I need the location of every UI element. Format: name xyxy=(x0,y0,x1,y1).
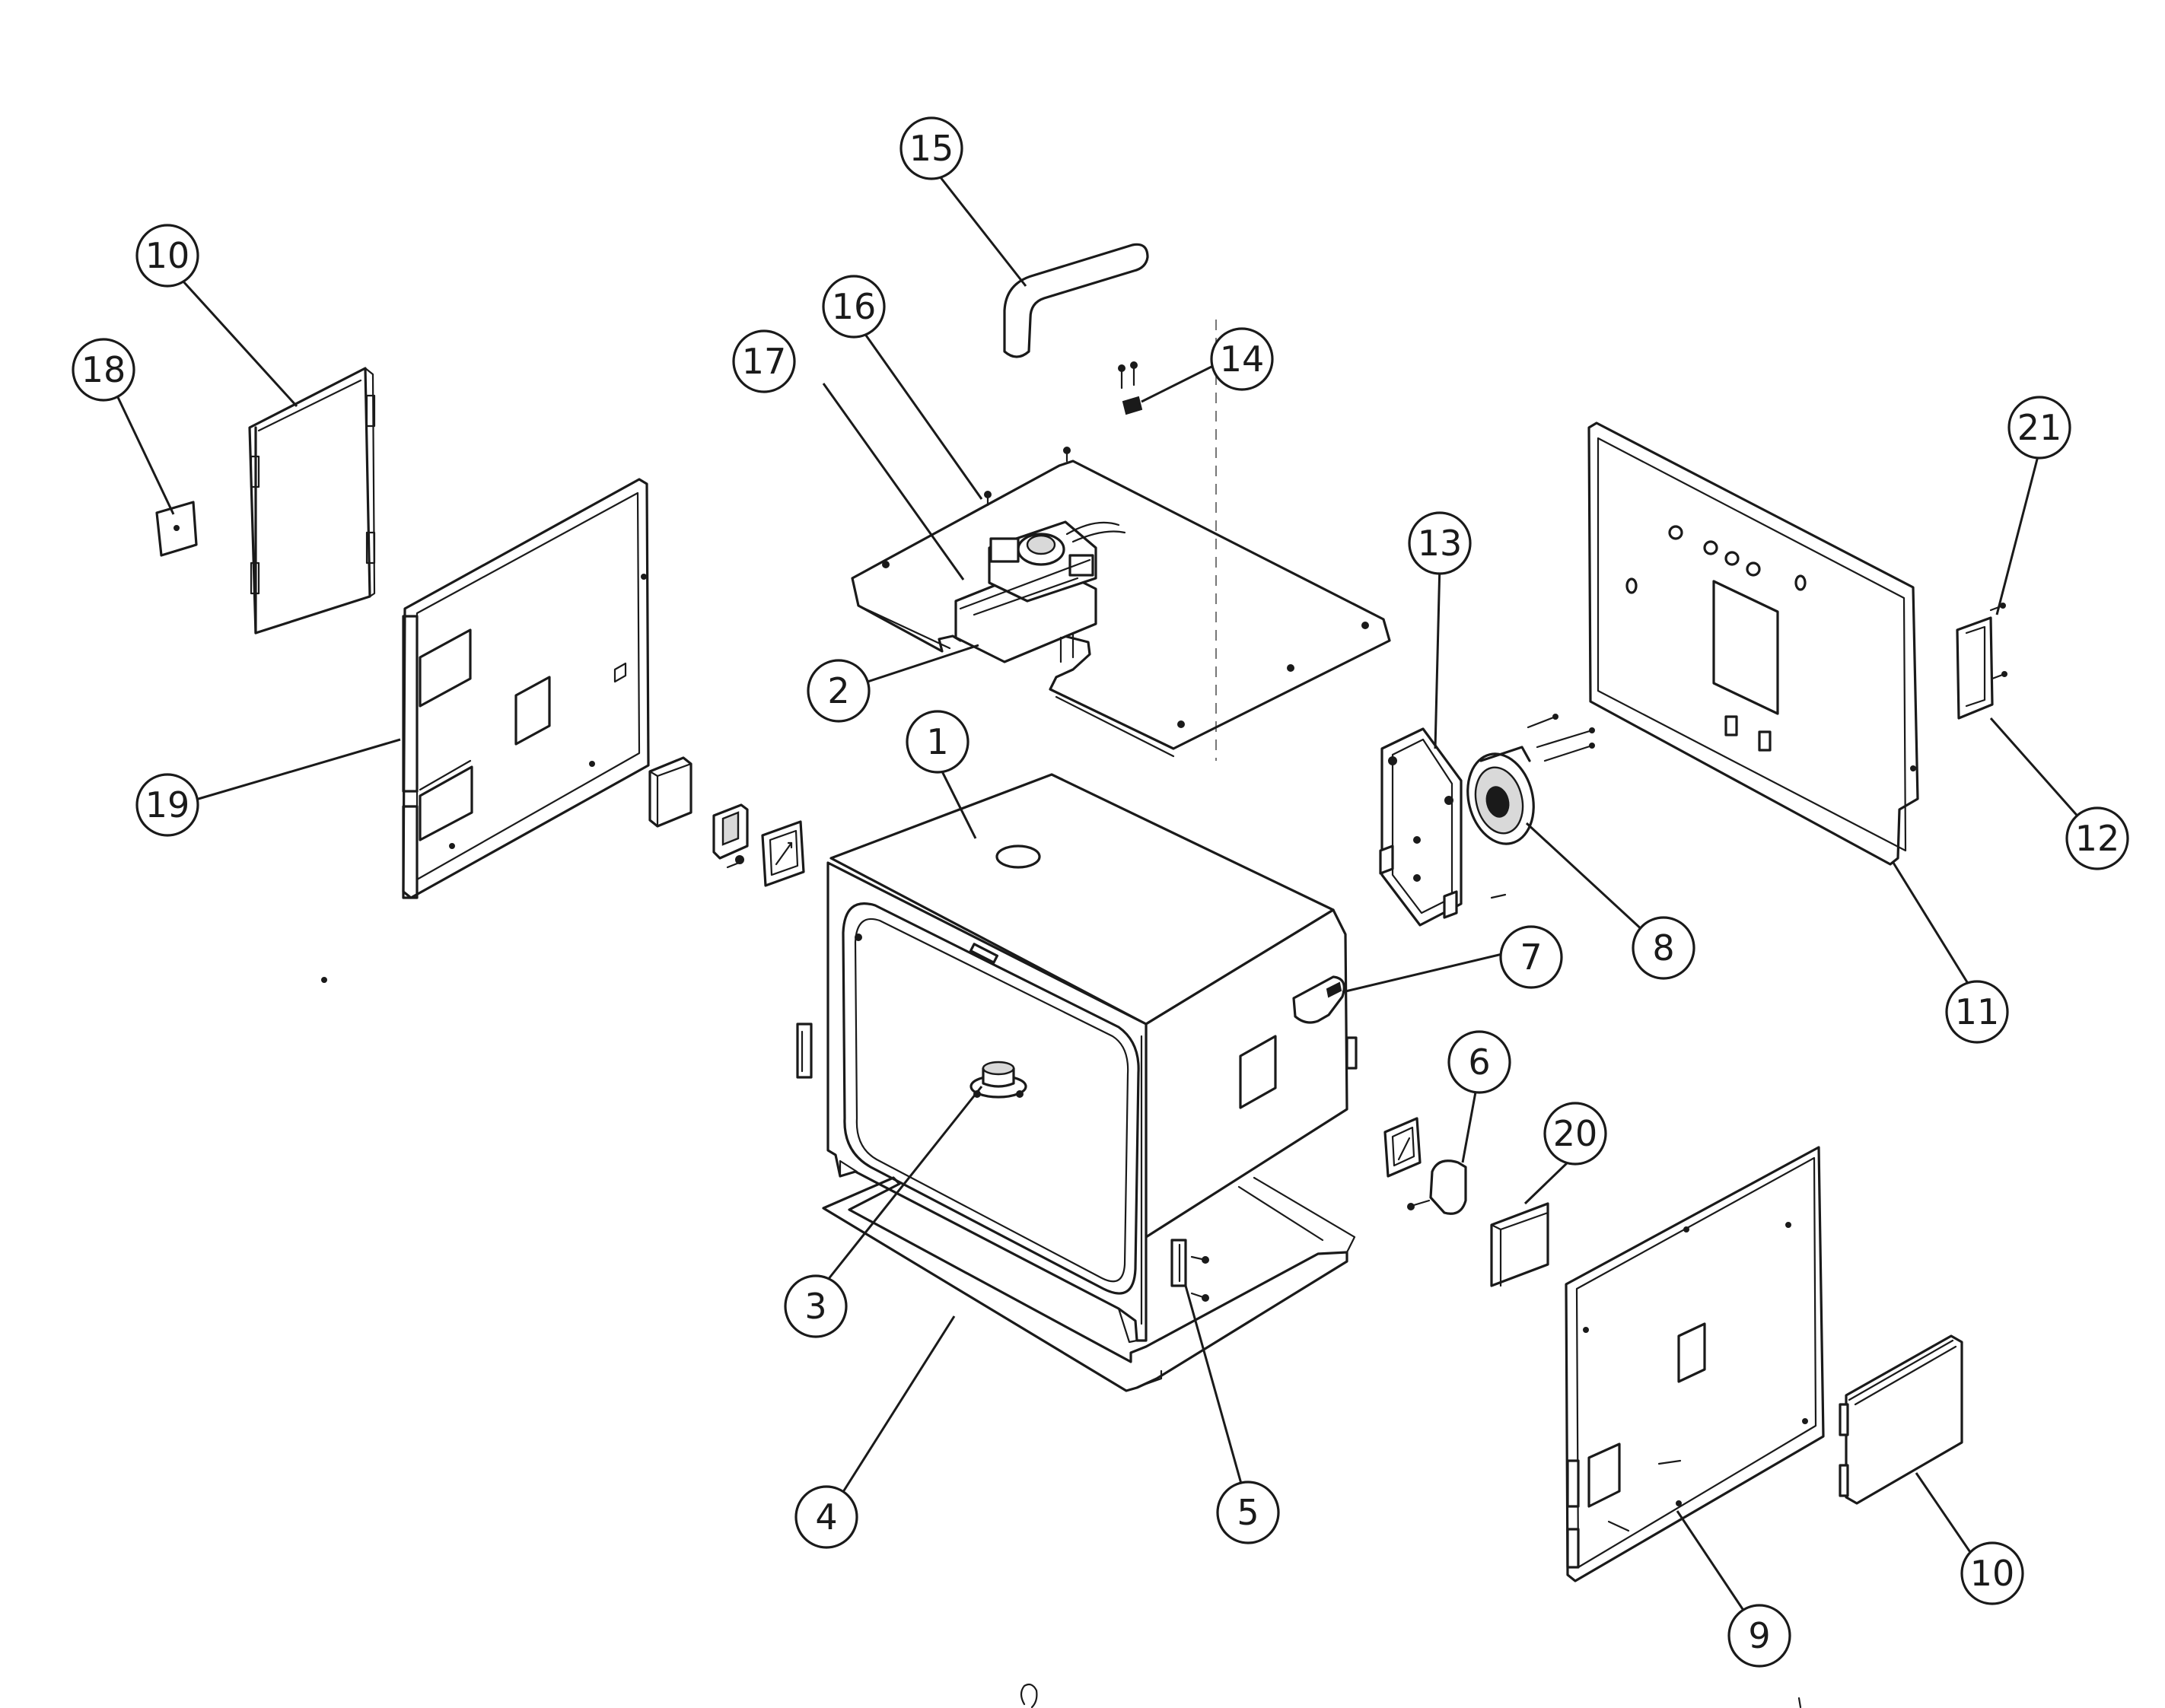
part-right-side-panel xyxy=(1565,1146,1825,1582)
callout-19: 19 xyxy=(135,773,199,837)
callout-13-label: 13 xyxy=(1418,523,1463,564)
part-hinge-bracket xyxy=(1170,1239,1209,1302)
part-main-cabinet xyxy=(796,773,1358,1344)
callout-4: 4 xyxy=(794,1485,858,1549)
callout-20-label: 20 xyxy=(1553,1113,1598,1154)
part-label-plate xyxy=(155,501,198,557)
callout-9: 9 xyxy=(1727,1604,1791,1668)
callout-17-label: 17 xyxy=(742,341,787,382)
part-rear-panel xyxy=(1587,421,1919,866)
callout-15-label: 15 xyxy=(909,128,954,169)
part-small-bracket xyxy=(1956,603,2007,720)
callout-2: 2 xyxy=(807,659,871,723)
part-side-panel-lower xyxy=(1839,1334,1963,1505)
part-base-tray xyxy=(822,1176,1356,1392)
callout-10-lower-label: 10 xyxy=(1970,1553,2015,1594)
callout-9-label: 9 xyxy=(1748,1615,1770,1656)
callout-11: 11 xyxy=(1945,980,2009,1044)
callout-19-label: 19 xyxy=(145,784,190,825)
callout-6: 6 xyxy=(1447,1030,1511,1094)
callout-2-label: 2 xyxy=(827,670,849,711)
callout-1: 1 xyxy=(906,710,969,774)
callout-5: 5 xyxy=(1216,1481,1280,1544)
part-fan-bracket xyxy=(1379,727,1463,927)
callout-7: 7 xyxy=(1499,925,1563,989)
part-filter-block xyxy=(1490,1202,1549,1287)
part-switch-plate xyxy=(761,820,805,887)
callout-20: 20 xyxy=(1543,1102,1607,1166)
callout-7-label: 7 xyxy=(1520,937,1542,978)
callout-8: 8 xyxy=(1632,916,1695,980)
part-hose xyxy=(1003,243,1149,358)
callout-11-label: 11 xyxy=(1955,991,2000,1032)
callout-4-label: 4 xyxy=(815,1496,837,1538)
callout-21: 21 xyxy=(2007,396,2071,460)
callout-21-label: 21 xyxy=(2017,407,2062,448)
part-side-panel-upper xyxy=(248,367,376,635)
part-left-side-panel xyxy=(402,478,650,899)
part-control-assembly xyxy=(954,520,1126,663)
callout-16-label: 16 xyxy=(832,286,877,327)
callout-10-upper: 10 xyxy=(135,224,199,288)
part-screws-top xyxy=(1118,361,1143,415)
callout-14-label: 14 xyxy=(1220,339,1265,380)
part-top-cover xyxy=(851,447,1391,758)
callout-15: 15 xyxy=(899,116,963,180)
callout-10-lower: 10 xyxy=(1960,1541,2024,1605)
part-switch-bracket xyxy=(712,803,749,869)
callout-12: 12 xyxy=(2065,806,2129,870)
part-fan-motor xyxy=(1466,714,1595,899)
callout-17: 17 xyxy=(732,329,796,393)
callout-1-label: 1 xyxy=(926,721,948,762)
part-switch-cap xyxy=(1383,1117,1467,1215)
callout-18: 18 xyxy=(72,338,135,402)
callout-14: 14 xyxy=(1210,327,1274,391)
callout-3: 3 xyxy=(784,1274,848,1338)
callout-16: 16 xyxy=(822,275,886,339)
callout-18-label: 18 xyxy=(81,349,126,390)
callout-10-upper-label: 10 xyxy=(145,235,190,276)
part-switch-housing xyxy=(648,756,692,828)
callout-5-label: 5 xyxy=(1237,1492,1259,1533)
callout-8-label: 8 xyxy=(1652,927,1674,969)
callout-13: 13 xyxy=(1408,511,1472,575)
callout-6-label: 6 xyxy=(1468,1042,1490,1083)
callout-3-label: 3 xyxy=(804,1286,826,1327)
callout-12-label: 12 xyxy=(2075,818,2120,859)
